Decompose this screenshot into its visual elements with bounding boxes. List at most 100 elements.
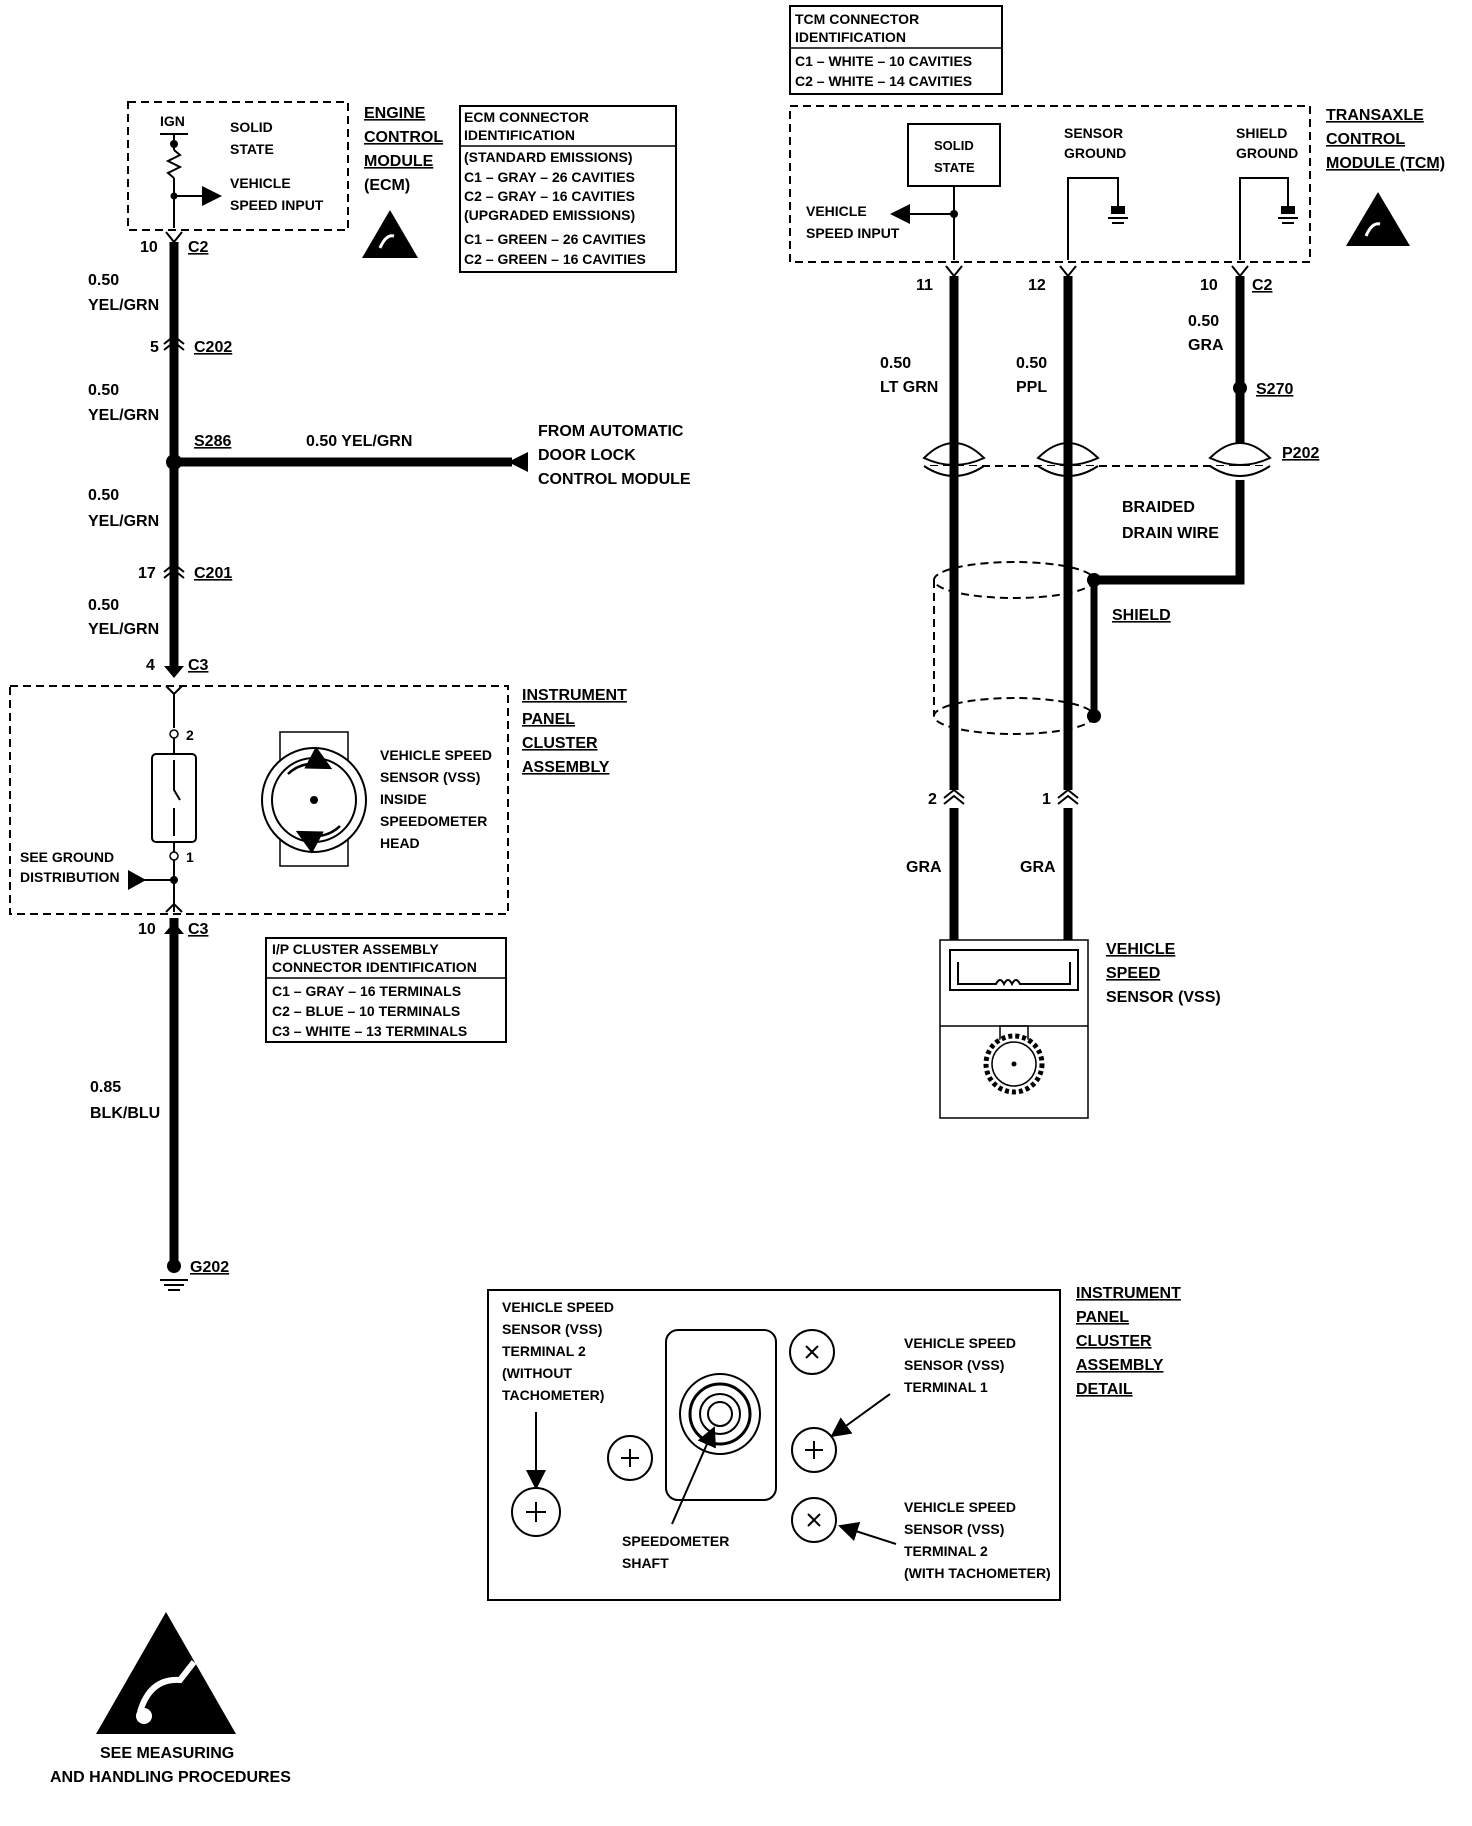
tcm-conn: C2 — [1252, 277, 1273, 294]
speedometer-vss-icon — [261, 731, 367, 867]
tcm-title-2: CONTROL — [1326, 131, 1405, 148]
ipc-pin2: 2 — [186, 727, 194, 743]
t2wo-5: TACHOMETER) — [502, 1387, 604, 1403]
ecm-title-4: (ECM) — [364, 177, 410, 194]
rw3-color: GRA — [1188, 337, 1224, 354]
wire-w2-color: YEL/GRN — [88, 407, 159, 424]
wire-w2-size: 0.50 — [88, 382, 119, 399]
esd-warning-icon — [96, 1612, 236, 1734]
wire-w4-color: YEL/GRN — [88, 621, 159, 638]
wire-w1-color: YEL/GRN — [88, 297, 159, 314]
vss-title-2: SPEED — [1106, 965, 1160, 982]
detail-title-5: DETAIL — [1076, 1381, 1133, 1398]
esd-icon-tcm — [1346, 192, 1410, 246]
ecm-conn-id-2: (STANDARD EMISSIONS) — [464, 149, 633, 165]
ecm-conn-id-5: (UPGRADED EMISSIONS) — [464, 207, 635, 223]
ecm-conn-id-7: C2 – GREEN – 16 CAVITIES — [464, 251, 646, 267]
wire-w3-size: 0.50 — [88, 487, 119, 504]
detail-title-1: INSTRUMENT — [1076, 1285, 1181, 1302]
ipc-vss-5: HEAD — [380, 835, 420, 851]
vss-pin1: 1 — [1042, 791, 1051, 808]
vss-pin2: 2 — [928, 791, 937, 808]
t2wo-3: TERMINAL 2 — [502, 1343, 586, 1359]
ecm-module: IGN SOLID STATE VEHICLE SPEED INPUT ENGI… — [127, 101, 443, 231]
ecm-vsi-2: SPEED INPUT — [230, 197, 324, 213]
shaft-1: SPEEDOMETER — [622, 1533, 729, 1549]
t1-3: TERMINAL 1 — [904, 1379, 988, 1395]
esd-text-2: AND HANDLING PROCEDURES — [50, 1769, 291, 1786]
ipc-title-3: CLUSTER — [522, 735, 598, 752]
ipc-title-4: ASSEMBLY — [522, 759, 610, 776]
ecm-conn-id-3: C1 – GRAY – 26 CAVITIES — [464, 169, 635, 185]
tcm-pin-12: 12 — [1028, 277, 1046, 294]
ipc-conn-id-3: C2 – BLUE – 10 TERMINALS — [272, 1003, 460, 1019]
t1-2: SENSOR (VSS) — [904, 1357, 1004, 1373]
ipc-title-2: PANEL — [522, 711, 575, 728]
tcm-title-1: TRANSAXLE — [1326, 107, 1424, 124]
left-wire-run: 10 C2 0.50 YEL/GRN 5 C202 0.50 YEL/GRN S… — [88, 231, 691, 1262]
braided-1: BRAIDED — [1122, 499, 1195, 516]
detail-title-4: ASSEMBLY — [1076, 1357, 1164, 1374]
ipc-title-1: INSTRUMENT — [522, 687, 627, 704]
tcm-pin-11: 11 — [916, 277, 933, 294]
ecm-title-3: MODULE — [364, 153, 434, 170]
t2wo-2: SENSOR (VSS) — [502, 1321, 602, 1337]
ground-wire-size: 0.85 — [90, 1079, 121, 1096]
t2wo-1: VEHICLE SPEED — [502, 1299, 614, 1315]
s286-label: S286 — [194, 433, 231, 450]
see-ground-2: DISTRIBUTION — [20, 869, 120, 885]
ipc-conn-id-1: CONNECTOR IDENTIFICATION — [272, 959, 477, 975]
ecm-vsi: VEHICLE — [230, 175, 291, 191]
rw1-color: LT GRN — [880, 379, 938, 396]
ipc-connector-id-box: I/P CLUSTER ASSEMBLY CONNECTOR IDENTIFIC… — [265, 937, 507, 1043]
ecm-conn-id-6: C1 – GREEN – 26 CAVITIES — [464, 231, 646, 247]
ground-run: 10 C3 0.85 BLK/BLU G202 — [90, 921, 229, 1291]
ipc-conn-id-0: I/P CLUSTER ASSEMBLY — [272, 941, 439, 957]
ecm-title-1: ENGINE — [364, 105, 426, 122]
tcm-sensor-ground-2: GROUND — [1064, 145, 1126, 161]
vss-title-1: VEHICLE — [1106, 941, 1176, 958]
t2w-2: SENSOR (VSS) — [904, 1521, 1004, 1537]
tcm-module: SOLID STATE VEHICLE SPEED INPUT SENSOR G… — [789, 105, 1445, 263]
c201-pin: 17 — [138, 565, 156, 582]
wire-w4-size: 0.50 — [88, 597, 119, 614]
c3-label: C3 — [188, 657, 209, 674]
ecm-solid-state-2: STATE — [230, 141, 274, 157]
tcm-conn-id-1: IDENTIFICATION — [795, 29, 906, 45]
tcm-title-3: MODULE (TCM) — [1326, 155, 1445, 172]
ipc-conn-id-2: C1 – GRAY – 16 TERMINALS — [272, 983, 461, 999]
g202-label: G202 — [190, 1259, 229, 1276]
tcm-vsi: VEHICLE — [806, 203, 867, 219]
rw1-size: 0.50 — [880, 355, 911, 372]
from-adlcm-3: CONTROL MODULE — [538, 471, 691, 488]
vss-title-3: SENSOR (VSS) — [1106, 989, 1221, 1006]
tcm-conn-id-0: TCM CONNECTOR — [795, 11, 919, 27]
esd-text-1: SEE MEASURING — [100, 1745, 234, 1762]
detail-title-3: CLUSTER — [1076, 1333, 1152, 1350]
see-ground-1: SEE GROUND — [20, 849, 114, 865]
ipc-vss-1: VEHICLE SPEED — [380, 747, 492, 763]
c3b-pin: 10 — [138, 921, 156, 938]
tcm-pin-10: 10 — [1200, 277, 1218, 294]
tcm-conn-id-2: C1 – WHITE – 10 CAVITIES — [795, 53, 972, 69]
ipc-pin1: 1 — [186, 849, 194, 865]
ipc-conn-id-4: C3 – WHITE – 13 TERMINALS — [272, 1023, 467, 1039]
ecm-solid-state: SOLID — [230, 119, 273, 135]
ecm-pin: 10 — [140, 239, 158, 256]
esd-icon — [362, 210, 418, 258]
rw3-size: 0.50 — [1188, 313, 1219, 330]
t2w-3: TERMINAL 2 — [904, 1543, 988, 1559]
rw2-size: 0.50 — [1016, 355, 1047, 372]
ipc-vss-2: SENSOR (VSS) — [380, 769, 480, 785]
tcm-solid-state: SOLID — [934, 138, 974, 153]
tcm-vsi-2: SPEED INPUT — [806, 225, 900, 241]
from-adlcm-1: FROM AUTOMATIC — [538, 423, 684, 440]
tcm-solid-state-2: STATE — [934, 160, 975, 175]
c3b-label: C3 — [188, 921, 209, 938]
p202-label: P202 — [1282, 445, 1319, 462]
t2w-4: (WITH TACHOMETER) — [904, 1565, 1051, 1581]
s270-label: S270 — [1256, 381, 1293, 398]
tcm-sensor-ground: SENSOR — [1064, 125, 1123, 141]
ecm-conn: C2 — [188, 239, 209, 256]
